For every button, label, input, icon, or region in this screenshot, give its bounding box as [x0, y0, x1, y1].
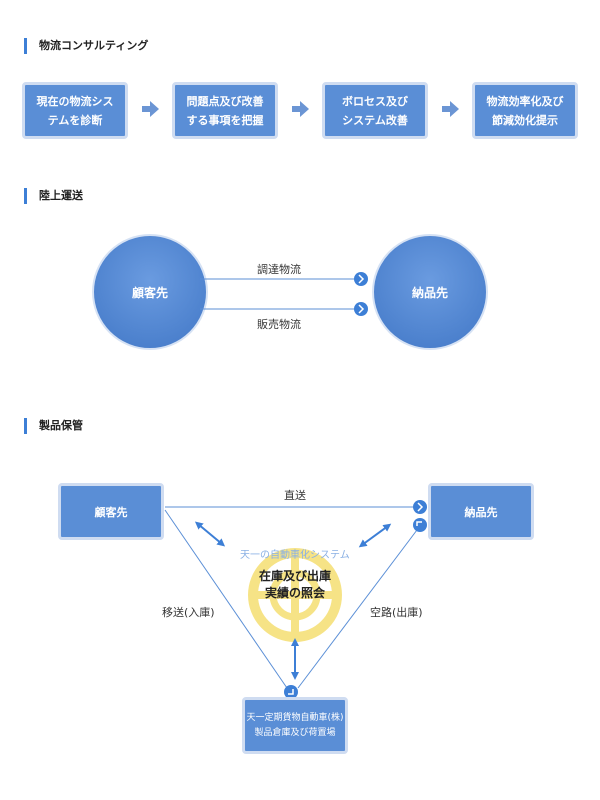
consulting-step-2: 問題点及び改善 する事項を把握	[172, 82, 278, 139]
chevron-right-icon	[354, 272, 368, 286]
direct-label: 直送	[284, 489, 306, 502]
double-arrow-icon	[358, 523, 392, 548]
air-out-label: 空路(出庫)	[370, 606, 423, 619]
warehouse-line-1: 天一定期貨物自動車(株)	[246, 712, 344, 723]
company-emblem	[248, 548, 342, 642]
flow-arrow-icon	[142, 101, 159, 117]
section-title-consulting: 物流コンサルティング	[24, 38, 148, 54]
delivery-circle-label: 納品先	[412, 286, 449, 300]
left-edge-line	[164, 509, 288, 689]
corner-marker-icon	[284, 685, 298, 699]
storage-diagram	[164, 500, 427, 699]
procurement-label: 調達物流	[257, 263, 301, 276]
section-title-land: 陸上運送	[24, 188, 83, 204]
sales-label: 販売物流	[257, 318, 301, 331]
consulting-step-4: 物流効率化及び 節減効化提示	[472, 82, 578, 139]
consulting-step-1: 現在の物流シス テムを診断	[22, 82, 128, 139]
center-line-1: 在庫及び出庫	[259, 569, 332, 583]
center-line-2: 実績の照会	[265, 586, 326, 600]
system-label: 天一の自動車化システム	[240, 550, 350, 561]
consulting-step-3: ボロセス及び システム改善	[322, 82, 428, 139]
right-edge-line	[297, 525, 421, 689]
warehouse-box: 天一定期貨物自動車(株) 製品倉庫及び荷置場	[242, 697, 348, 754]
section-title-storage: 製品保管	[24, 418, 83, 434]
land-transport-diagram	[92, 234, 488, 350]
storage-delivery-box: 納品先	[428, 483, 534, 540]
delivery-circle	[372, 234, 488, 350]
transfer-in-label: 移送(入庫)	[162, 606, 215, 619]
storage-customer-box: 顧客先	[58, 483, 164, 540]
chevron-right-icon	[413, 500, 427, 514]
warehouse-line-2: 製品倉庫及び荷置場	[254, 727, 336, 738]
flow-arrow-icon	[292, 101, 309, 117]
flow-arrow-icon	[442, 101, 459, 117]
chevron-right-icon	[354, 302, 368, 316]
corner-marker-icon	[413, 518, 427, 532]
customer-circle-label: 顧客先	[132, 286, 169, 300]
double-arrow-icon	[194, 521, 226, 547]
customer-circle	[92, 234, 208, 350]
